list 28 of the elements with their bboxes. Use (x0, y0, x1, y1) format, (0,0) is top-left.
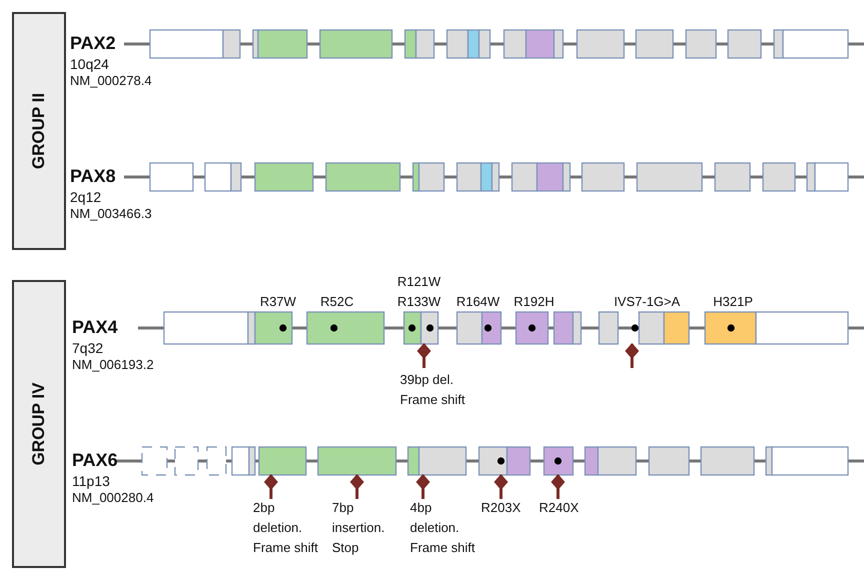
accession-label: NM_000278.4 (70, 72, 152, 90)
mutation-label: R240X (539, 499, 579, 517)
mutation-label: R121W (397, 273, 441, 291)
mutation-label: R52C (320, 293, 354, 311)
mutation-label: R164W (456, 293, 500, 311)
gene-name: PAX8 (70, 166, 116, 186)
mutation-label: R203X (481, 499, 521, 517)
mutation-label: R192H (514, 293, 554, 311)
mutation-label: R133W (397, 293, 441, 311)
locus-label: 11p13 (72, 472, 110, 491)
mutation-label: 39bp del. Frame shift (400, 371, 466, 409)
mutation-label: 7bp insertion. Stop (332, 499, 386, 557)
group-panel: GROUP IV (12, 280, 66, 568)
locus-label: 2q12 (70, 188, 102, 207)
accession-label: NM_006193.2 (72, 356, 154, 374)
gene-name: PAX4 (72, 317, 118, 337)
mutation-label: H321P (713, 293, 753, 311)
mutation-label: R37W (260, 293, 296, 311)
group-panel: GROUP II (12, 12, 66, 250)
accession-label: NM_003466.3 (70, 205, 152, 223)
mutation-label: 2bp deletion. Frame shift (253, 499, 320, 557)
gene-name: PAX2 (70, 33, 116, 53)
accession-label: NM_000280.4 (72, 489, 154, 507)
locus-label: 10q24 (70, 55, 109, 74)
locus-label: 7q32 (72, 339, 104, 358)
mutation-label: 4bp deletion. Frame shift (410, 499, 476, 557)
mutation-label: IVS7-1G>A (614, 293, 680, 311)
gene-name: PAX6 (72, 450, 118, 470)
